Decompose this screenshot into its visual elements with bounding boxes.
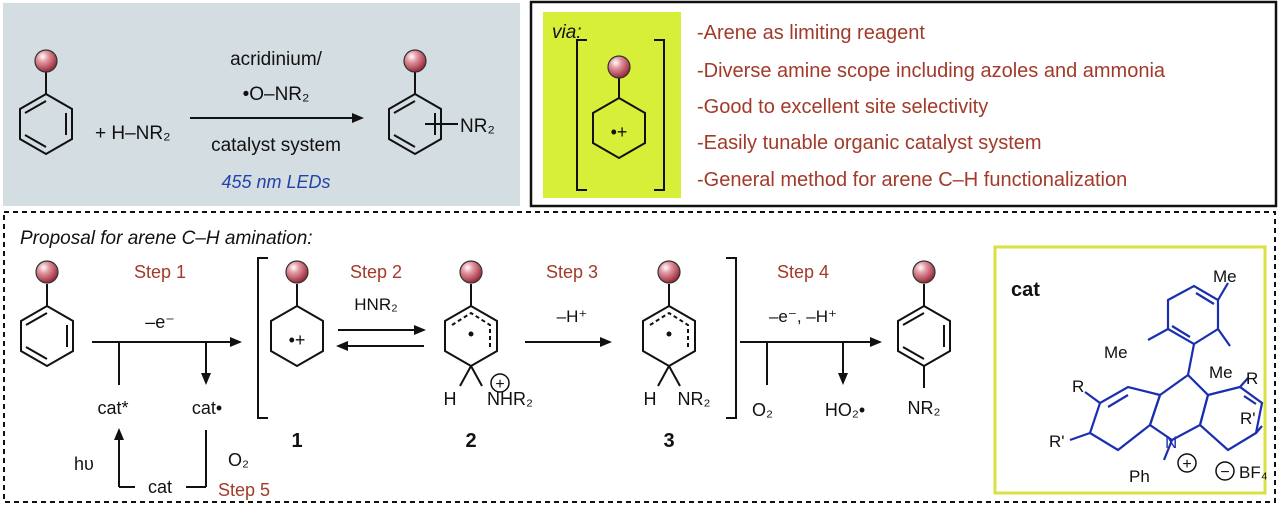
feature-item: -Good to excellent site selectivity [697,96,988,118]
feature-item: -Arene as limiting reagent [697,22,925,44]
reagent-line3: catalyst system [211,135,341,156]
product-nr2: NR₂ [460,116,495,137]
bottom-panel [3,211,1276,503]
proposal-title: Proposal for arene C–H amination: [20,228,313,249]
e-minus: –e⁻ [145,312,175,332]
me-label: Me [1209,363,1233,382]
step4-label: Step 4 [777,262,829,282]
h-2: H [444,389,457,409]
step1-label: Step 1 [134,262,186,282]
me-label: Me [1213,267,1237,286]
minus-e-minus-h: –e⁻, –H⁺ [769,307,837,326]
hv-label: hυ [74,454,94,474]
counterion-minus: − [1220,464,1229,481]
acridinium-plus: + [1182,456,1191,473]
o2-step4: O₂ [752,400,773,420]
compound-number-3: 3 [663,430,674,452]
cat-dot: cat• [192,398,222,418]
bf4-label: BF₄ [1239,463,1268,482]
intermediate-2 [444,284,498,387]
intermediate-bracket [257,257,737,419]
radical-dot [468,331,474,337]
intermediate-3 [642,284,696,387]
feature-item: -Easily tunable organic catalyst system [697,132,1042,154]
nr2-product: NR₂ [908,398,941,418]
nhr2-2: NHR₂ [487,389,533,409]
r-prime-label: R' [1240,409,1256,428]
feature-list: -Arene as limiting reagent -Diverse amin… [697,22,1166,191]
reagent-line2: •O–NR₂ [243,84,310,105]
minus-h: –H⁺ [557,307,588,326]
step1-arrow [92,337,242,385]
acridinium-plus-circle [1177,453,1197,473]
radical-cation-label: •+ [611,122,628,142]
light-source: 455 nm LEDs [221,172,330,192]
step3-label: Step 3 [546,262,598,282]
hnr2-label: HNR₂ [354,295,397,314]
via-label: via: [552,22,582,43]
me-label: Me [1104,343,1128,362]
radical-cation-bracket [576,39,665,191]
arene-final-product [897,284,951,388]
feature-item: -Diverse amine scope including azoles an… [697,60,1166,82]
step5-label: Step 5 [218,480,270,500]
n-label: N [1165,433,1177,452]
r-prime-label: R' [1049,432,1065,451]
cation-plus: + [495,376,504,393]
reagent-line1: acridinium/ [230,49,323,70]
nr2-3: NR₂ [678,389,711,409]
arene-product [388,72,458,156]
via-box [543,12,681,198]
plus-amine: + H–NR₂ [95,123,170,144]
cation-circle [490,373,510,393]
catalyst-box [993,245,1267,495]
cat-title: cat [1011,279,1040,301]
ho2-label: HO₂• [825,400,865,420]
step2-label: Step 2 [350,262,402,282]
counterion-minus-circle [1215,461,1235,481]
feature-item: -General method for arene C–H functional… [697,169,1127,191]
arene-start [20,284,74,368]
arene-reactant [19,72,73,156]
int1-charge: •+ [289,330,306,350]
step4-arrow [740,337,882,385]
ph-label: Ph [1129,467,1150,486]
r-label: R [1072,377,1084,396]
step5-cycle [114,428,207,488]
acridinium-structure [1069,282,1264,461]
substituent-ball [34,49,58,73]
cat-star: cat* [97,398,128,418]
o2-step5: O₂ [228,450,249,470]
h-3: H [644,389,657,409]
compound-number-2: 2 [465,430,476,452]
cat-label: cat [148,477,172,497]
compound-number-1: 1 [291,430,302,452]
intermediate-1 [270,284,324,368]
r-label: R [1246,369,1258,388]
step2-equilibrium [336,325,426,351]
